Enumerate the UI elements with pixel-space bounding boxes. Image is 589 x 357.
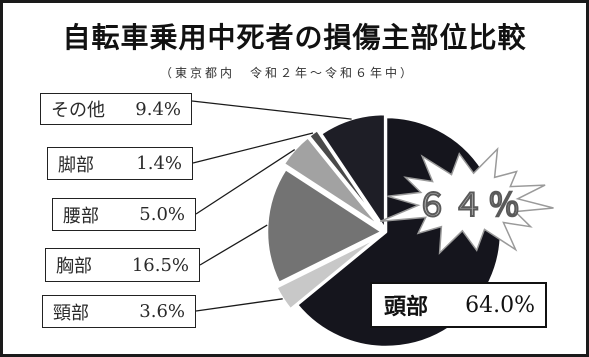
slice-label-name: 頭部 (384, 295, 429, 320)
slice-label-value: 9.4% (135, 98, 181, 120)
callout-burst: ６４％ (380, 146, 554, 255)
pie-slice-neck (275, 235, 381, 311)
slice-label-other: その他 9.4% (40, 93, 192, 125)
leader-line-waist (195, 149, 296, 215)
slice-label-legs: 脚部 1.4% (47, 147, 193, 180)
slice-label-chest: 胸部 16.5% (45, 248, 200, 282)
leader-line-legs (192, 132, 314, 164)
leader-lines (191, 100, 352, 312)
pie-slice-other (319, 112, 387, 231)
pie-slice-chest (265, 167, 384, 285)
slice-label-value: 16.5% (131, 254, 189, 276)
slice-label-value: 3.6% (139, 301, 185, 322)
slice-label-value: 5.0% (139, 204, 185, 225)
callout-starburst (380, 146, 554, 255)
callout-text: ６４％ (416, 186, 524, 224)
pie-slice-legs (307, 128, 383, 227)
slice-label-value: 64.0% (465, 292, 535, 318)
leader-line-neck (195, 298, 283, 312)
pie-slice-waist (282, 135, 382, 228)
slice-label-name: 頸部 (53, 302, 89, 324)
slice-label-name: 胸部 (56, 256, 92, 277)
slice-label-name: 脚部 (58, 154, 94, 176)
slice-label-head: 頭部 64.0% (370, 282, 547, 328)
chart-title: 自転車乗用中死者の損傷主部位比較 (62, 21, 527, 54)
chart-subtitle: （東京都内 令和２年～令和６年中） (159, 66, 415, 80)
slice-label-value: 1.4% (136, 153, 182, 174)
slice-label-neck: 頸部 3.6% (42, 295, 196, 328)
slice-label-name: その他 (51, 100, 105, 121)
slice-label-waist: 腰部 5.0% (52, 198, 196, 231)
leader-line-chest (199, 224, 268, 266)
slice-label-name: 腰部 (63, 205, 99, 227)
leader-line-other (191, 100, 352, 120)
